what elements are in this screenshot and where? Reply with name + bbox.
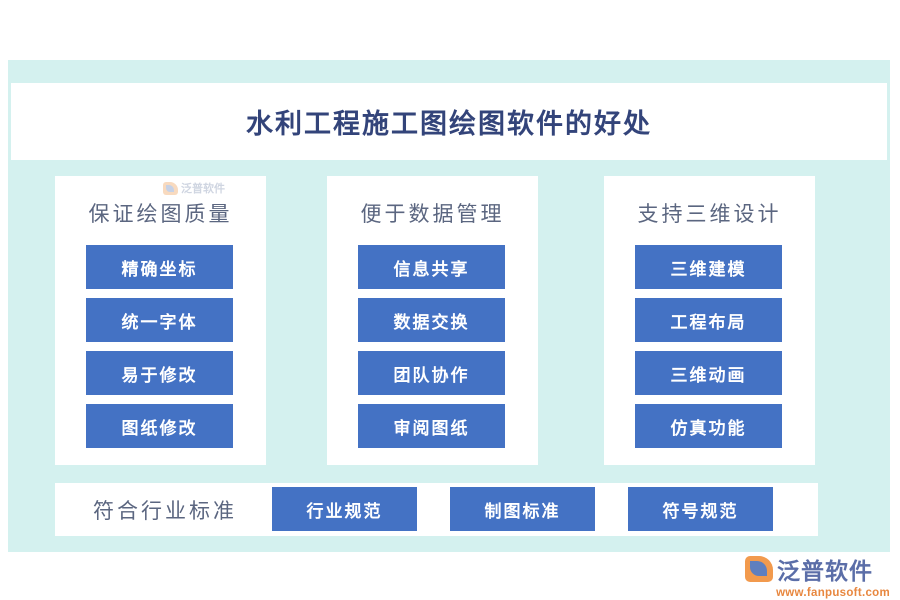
standards-heading: 符合行业标准 [93, 498, 237, 523]
page-title: 水利工程施工图绘图软件的好处 [246, 109, 652, 139]
logo-website-url: www.fanpusoft.com [776, 587, 890, 599]
feature-button-3-1[interactable]: 三维建模 [635, 245, 782, 289]
watermark-label: 泛普软件 [181, 183, 225, 195]
logo-company-name: 泛普软件 [777, 559, 873, 584]
standards-card: 符合行业标准 行业规范 制图标准 符号规范 [55, 483, 818, 536]
category-3-button-list: 三维建模 工程布局 三维动画 仿真功能 [635, 245, 782, 457]
category-heading-2: 便于数据管理 [360, 202, 505, 226]
feature-button-1-2[interactable]: 统一字体 [86, 298, 233, 342]
feature-button-3-2[interactable]: 工程布局 [635, 298, 782, 342]
watermark-logo: 泛普软件 [163, 177, 239, 199]
category-1-button-list: 精确坐标 统一字体 易于修改 图纸修改 [86, 245, 233, 457]
fanpu-mark-icon [745, 556, 773, 582]
standards-button-3[interactable]: 符号规范 [628, 487, 773, 531]
logo-row: 泛普软件 [745, 552, 890, 586]
standards-button-2[interactable]: 制图标准 [450, 487, 595, 531]
category-heading-1: 保证绘图质量 [88, 202, 233, 226]
feature-button-2-1[interactable]: 信息共享 [358, 245, 505, 289]
category-heading-3: 支持三维设计 [637, 202, 782, 226]
category-card-2: 便于数据管理 信息共享 数据交换 团队协作 审阅图纸 [327, 176, 538, 465]
category-card-1: 保证绘图质量 泛普软件 精确坐标 统一字体 易于修改 图纸修改 [55, 176, 266, 465]
feature-button-2-2[interactable]: 数据交换 [358, 298, 505, 342]
title-card: 水利工程施工图绘图软件的好处 [11, 83, 887, 160]
category-card-3: 支持三维设计 三维建模 工程布局 三维动画 仿真功能 [604, 176, 815, 465]
category-2-button-list: 信息共享 数据交换 团队协作 审阅图纸 [358, 245, 505, 457]
feature-button-3-4[interactable]: 仿真功能 [635, 404, 782, 448]
feature-button-1-3[interactable]: 易于修改 [86, 351, 233, 395]
watermark-mark-icon [163, 181, 178, 195]
company-logo: 泛普软件 www.fanpusoft.com [745, 552, 890, 599]
standards-button-1[interactable]: 行业规范 [272, 487, 417, 531]
feature-button-2-4[interactable]: 审阅图纸 [358, 404, 505, 448]
feature-button-2-3[interactable]: 团队协作 [358, 351, 505, 395]
feature-button-1-4[interactable]: 图纸修改 [86, 404, 233, 448]
feature-button-3-3[interactable]: 三维动画 [635, 351, 782, 395]
feature-button-1-1[interactable]: 精确坐标 [86, 245, 233, 289]
